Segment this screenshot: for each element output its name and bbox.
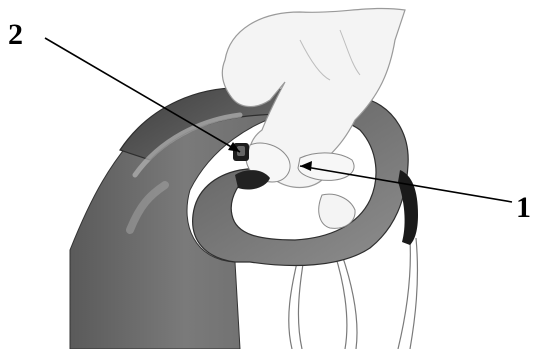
callout-label-2: 2 xyxy=(8,20,23,50)
leash-handle xyxy=(70,88,418,349)
callout-label-1: 1 xyxy=(516,193,531,223)
